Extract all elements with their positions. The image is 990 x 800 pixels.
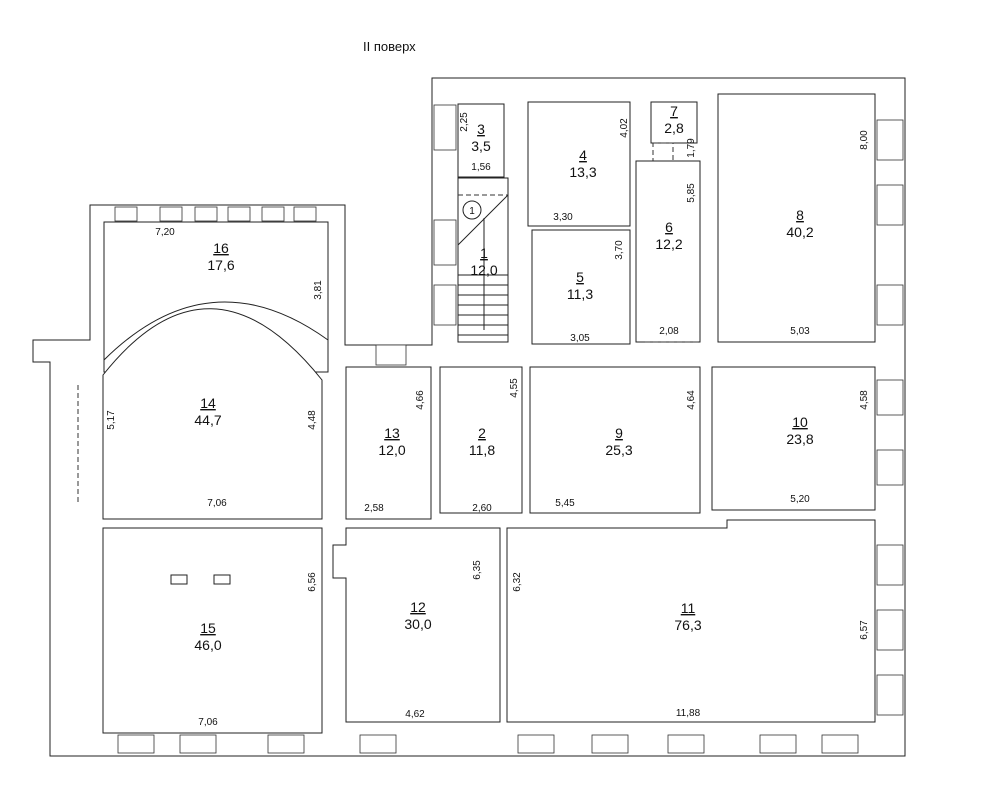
- room-area: 25,3: [605, 442, 632, 458]
- room-9: [529, 366, 701, 514]
- room-10: [711, 366, 876, 511]
- dimension: 5,85: [686, 183, 697, 203]
- dimension: 1,56: [471, 162, 491, 173]
- room-area: 30,0: [404, 616, 431, 632]
- room-12: [332, 527, 501, 723]
- dimension: 1,79: [686, 138, 697, 158]
- windows: [114, 104, 904, 754]
- room-area: 46,0: [194, 637, 221, 653]
- dimension: 5,20: [790, 494, 810, 505]
- room-number: 13: [384, 425, 400, 441]
- room-number: 1: [480, 245, 488, 261]
- dimension: 4,55: [509, 378, 520, 398]
- room-number: 6: [665, 219, 673, 235]
- arch-wall: [103, 301, 329, 361]
- dimension: 6,35: [472, 560, 483, 580]
- room-area: 12,2: [655, 236, 682, 252]
- room-3: [457, 103, 505, 178]
- room-13: [345, 366, 432, 520]
- room-2: [439, 366, 523, 514]
- room-area: 44,7: [194, 412, 221, 428]
- dimension: 7,06: [198, 717, 218, 728]
- dimension: 11,88: [676, 708, 701, 719]
- room-area: 2,8: [664, 120, 684, 136]
- dimension: 8,00: [859, 130, 870, 150]
- dimension: 3,81: [313, 280, 324, 300]
- dimension: 7,20: [155, 227, 175, 238]
- dimension: 4,48: [307, 410, 318, 430]
- floor-title: II поверх: [363, 39, 416, 54]
- room-number: 14: [200, 395, 216, 411]
- room-area: 12,0: [378, 442, 405, 458]
- dimension: 6,32: [512, 572, 523, 592]
- room-area: 23,8: [786, 431, 813, 447]
- dimension: 2,60: [472, 503, 492, 514]
- outer-wall: [32, 77, 906, 757]
- room-11: [506, 519, 876, 723]
- dimension: 3,05: [570, 333, 590, 344]
- dimension: 5,17: [106, 410, 117, 430]
- dimension: 6,57: [859, 620, 870, 640]
- room-5: [531, 229, 631, 345]
- room-7-niche: [652, 142, 674, 162]
- room-14: [102, 308, 323, 520]
- room-4: [527, 101, 631, 227]
- room-number: 16: [213, 240, 229, 256]
- room-number: 7: [670, 103, 678, 119]
- room-number: 10: [792, 414, 808, 430]
- stair-marker-circle: [462, 200, 482, 220]
- room-area: 11,3: [567, 286, 593, 302]
- room-8: [717, 93, 876, 343]
- room-7: [650, 101, 698, 144]
- room-number: 12: [410, 599, 426, 615]
- dimension: 4,62: [405, 709, 425, 720]
- room-number: 8: [796, 207, 804, 223]
- room-number: 15: [200, 620, 216, 636]
- dimension: 3,30: [553, 212, 573, 223]
- room-area: 3,5: [471, 138, 491, 154]
- room-number: 5: [576, 269, 584, 285]
- room-number: 3: [477, 121, 485, 137]
- room-area: 40,2: [786, 224, 813, 240]
- dimension: 2,08: [659, 326, 679, 337]
- vent: [170, 574, 188, 585]
- dimension: 4,66: [415, 390, 426, 410]
- dimension: 5,03: [790, 326, 810, 337]
- dimension: 6,56: [307, 572, 318, 592]
- room-area: 11,8: [469, 442, 495, 458]
- room-number: 4: [579, 147, 587, 163]
- dimension: 3,70: [614, 240, 625, 260]
- room-number: 9: [615, 425, 623, 441]
- stair-marker: 1: [469, 206, 475, 217]
- dimension: 4,02: [619, 118, 630, 138]
- dimension: 4,58: [859, 390, 870, 410]
- room-area: 13,3: [569, 164, 596, 180]
- dimension: 7,06: [207, 498, 227, 509]
- room-6: [635, 160, 701, 343]
- room-number: 2: [478, 425, 486, 441]
- room-area: 76,3: [674, 617, 701, 633]
- dimension: 2,25: [459, 112, 470, 132]
- vent: [213, 574, 231, 585]
- room-area: 17,6: [207, 257, 234, 273]
- room-15: [102, 527, 323, 734]
- dimension: 2,58: [364, 503, 384, 514]
- room-area: 12,0: [470, 262, 497, 278]
- room-number: 11: [681, 600, 696, 616]
- dimension: 4,64: [686, 390, 697, 410]
- room-labels: 1 12,0 2 11,8 4,55 2,60 3 3,5 2,25 1,56 …: [106, 103, 870, 728]
- stair-treads: [457, 194, 509, 336]
- dimension: 5,45: [555, 498, 575, 509]
